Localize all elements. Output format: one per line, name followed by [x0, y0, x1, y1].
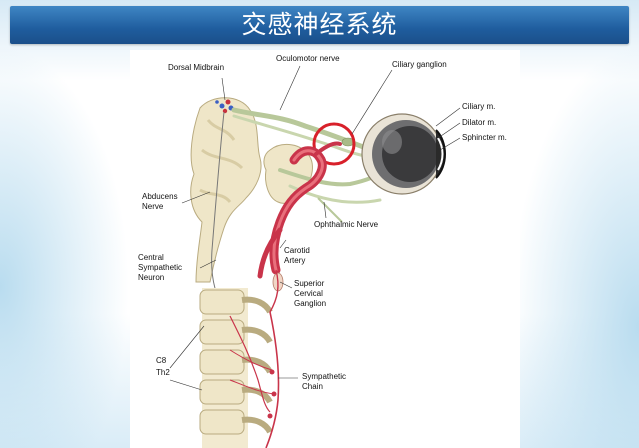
label-chain: Chain — [302, 382, 323, 391]
label-carotid: Carotid — [284, 246, 310, 255]
label-ophthalmic-nerve: Ophthalmic Nerve — [314, 220, 379, 229]
anatomy-diagram: Dorsal Midbrain Oculomotor nerve Ciliary… — [130, 50, 520, 448]
slide-background-right — [509, 45, 639, 448]
label-dilator-m: Dilator m. — [462, 118, 497, 127]
eyeball — [361, 113, 446, 195]
label-sphincter-m: Sphincter m. — [462, 133, 507, 142]
label-central: Central — [138, 253, 164, 262]
slide-background-left — [0, 45, 130, 448]
label-sympathetic: Sympathetic — [302, 372, 347, 381]
label-ciliary-ganglion: Ciliary ganglion — [392, 60, 447, 69]
label-central-neuron: Neuron — [138, 273, 165, 282]
label-oculomotor-nerve: Oculomotor nerve — [276, 54, 340, 63]
label-cervical: Cervical — [294, 289, 323, 298]
diagram-drawing — [169, 65, 461, 448]
label-c8: C8 — [156, 356, 167, 365]
brainstem-shape — [190, 97, 262, 283]
spinal-column — [199, 288, 273, 448]
label-abducens: Abducens — [142, 192, 178, 201]
sympathetic-chain — [265, 311, 280, 448]
label-ganglion: Ganglion — [294, 299, 327, 308]
label-superior: Superior — [294, 279, 325, 288]
label-dorsal-midbrain: Dorsal Midbrain — [168, 63, 225, 72]
label-ciliary-m: Ciliary m. — [462, 102, 496, 111]
label-th2: Th2 — [156, 368, 170, 377]
ciliary-ganglion-highlight — [312, 122, 356, 166]
label-carotid-artery: Artery — [284, 256, 306, 265]
label-abducens-nerve: Nerve — [142, 202, 164, 211]
slide-title: 交感神经系统 — [241, 10, 398, 39]
title-bar: 交感神经系统 — [10, 6, 629, 44]
label-central-sympathetic: Sympathetic — [138, 263, 183, 272]
